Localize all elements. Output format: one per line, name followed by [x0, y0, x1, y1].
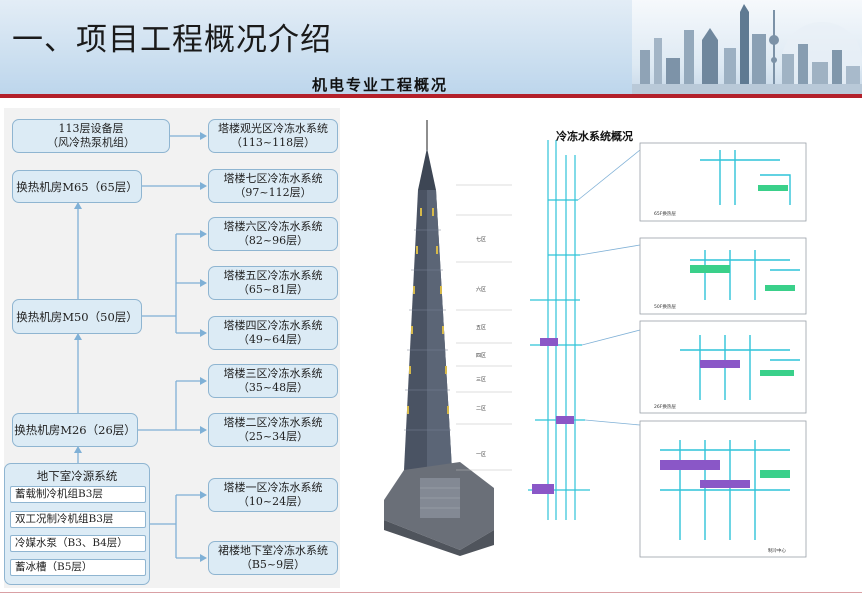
- target-zone-6: 塔楼六区冷冻水系统 （82~96层）: [208, 217, 338, 251]
- box-line: 塔楼七区冷冻水系统: [223, 172, 323, 185]
- box-line: 塔楼六区冷冻水系统: [223, 220, 323, 233]
- target-sightseeing-zone: 塔楼观光区冷冻水系统 （113~118层）: [208, 119, 338, 153]
- box-line: 换热机房M50（50层）: [16, 309, 138, 324]
- source-113-equipment-floor: 113层设备层 （风冷热泵机组）: [12, 119, 170, 153]
- box-line: （113~118层）: [230, 136, 316, 149]
- target-zone-2: 塔楼二区冷冻水系统 （25~34层）: [208, 413, 338, 447]
- box-line: （B5~9层）: [240, 558, 306, 571]
- box-line: 塔楼三区冷冻水系统: [223, 367, 323, 380]
- zone-label: 三区: [476, 377, 487, 383]
- box-line: 塔楼四区冷冻水系统: [223, 319, 323, 332]
- target-zone-7: 塔楼七区冷冻水系统 （97~112层）: [208, 169, 338, 203]
- source-m26-heat-exchange: 换热机房M26（26层）: [12, 413, 138, 447]
- detail-label-cooling-center: 制冷中心: [768, 549, 786, 554]
- basement-group-title: 地下室冷源系统: [36, 469, 118, 483]
- basement-cooling-group: 地下室冷源系统 蓄载制冷机组B3层 双工况制冷机组B3层 冷媒水泵（B3、B4层…: [4, 463, 150, 585]
- header-banner: 一、项目工程概况介绍 机电专业工程概况: [0, 0, 862, 94]
- zone-label: 一区: [476, 452, 487, 458]
- zone-label: 六区: [476, 287, 487, 293]
- zone-label: 二区: [476, 406, 487, 412]
- footer-divider: [0, 592, 862, 593]
- box-line: （82~96层）: [237, 234, 309, 247]
- box-line: 换热机房M65（65层）: [16, 179, 138, 194]
- basement-item: 双工况制冷机组B3层: [10, 511, 146, 528]
- zone-label: 七区: [476, 237, 487, 243]
- box-line: 换热机房M26（26层）: [14, 423, 136, 437]
- box-line: （97~112层）: [234, 186, 312, 199]
- source-m50-heat-exchange: 换热机房M50（50层）: [12, 299, 142, 334]
- detail-label-50f: 50F换热层: [654, 305, 676, 310]
- detail-label-26f: 26F换热层: [654, 405, 676, 410]
- box-line: 裙楼地下室冷冻水系统: [218, 544, 328, 557]
- target-zone-4: 塔楼四区冷冻水系统 （49~64层）: [208, 316, 338, 350]
- target-zone-1: 塔楼一区冷冻水系统 （10~24层）: [208, 478, 338, 512]
- basement-item: 蓄冰槽（B5层）: [10, 559, 146, 576]
- header-divider: [0, 94, 862, 98]
- page-subtitle: 机电专业工程概况: [312, 76, 449, 94]
- city-skyline-image: [632, 0, 862, 94]
- chilled-water-overview-title: 冷冻水系统概况: [556, 130, 633, 143]
- zone-label: 四区: [476, 353, 487, 359]
- box-line: （25~34层）: [237, 430, 309, 443]
- target-podium-basement: 裙楼地下室冷冻水系统 （B5~9层）: [208, 541, 338, 575]
- basement-item: 冷媒水泵（B3、B4层）: [10, 535, 146, 552]
- box-line: （65~81层）: [237, 283, 309, 296]
- detail-label-65f: 65F换热层: [654, 212, 676, 217]
- page-title: 一、项目工程概况介绍: [12, 22, 332, 58]
- box-line: （35~48层）: [237, 381, 309, 394]
- box-line: 塔楼五区冷冻水系统: [223, 269, 323, 282]
- box-line: 塔楼观光区冷冻水系统: [218, 122, 328, 135]
- zone-label: 五区: [476, 325, 487, 331]
- box-line: 113层设备层: [58, 122, 124, 135]
- source-m65-heat-exchange: 换热机房M65（65层）: [12, 170, 142, 203]
- box-line: 塔楼一区冷冻水系统: [223, 481, 323, 494]
- box-line: （49~64层）: [237, 333, 309, 346]
- box-line: （风冷热泵机组）: [47, 136, 135, 149]
- target-zone-3: 塔楼三区冷冻水系统 （35~48层）: [208, 364, 338, 398]
- box-line: 塔楼二区冷冻水系统: [223, 416, 323, 429]
- target-zone-5: 塔楼五区冷冻水系统 （65~81层）: [208, 266, 338, 300]
- tower-model-image: [384, 120, 494, 556]
- basement-item: 蓄载制冷机组B3层: [10, 486, 146, 503]
- box-line: （10~24层）: [237, 495, 309, 508]
